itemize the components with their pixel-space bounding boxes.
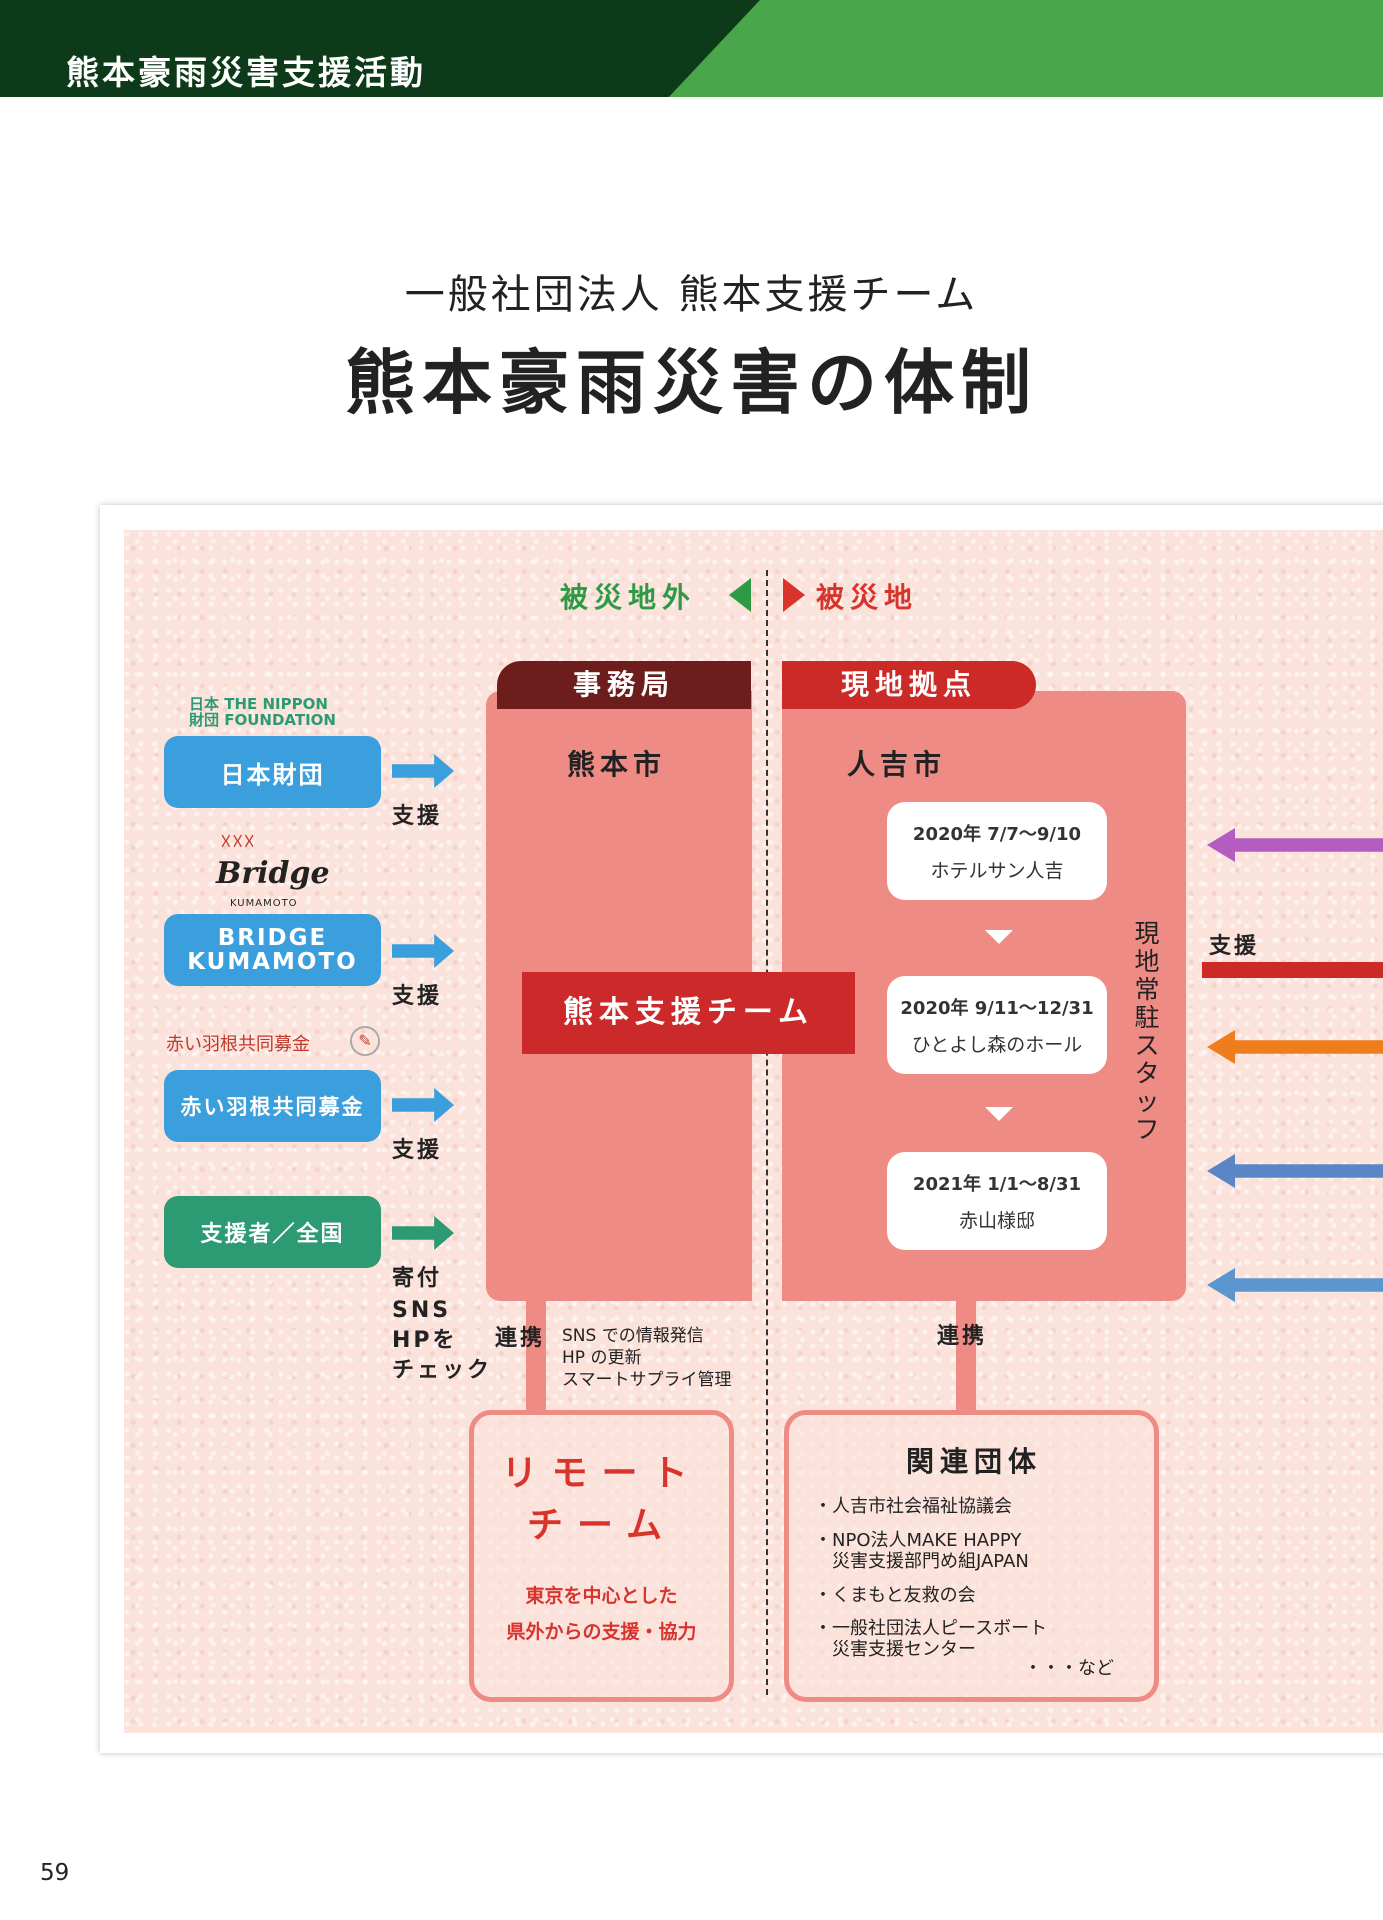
office-tab: 事務局 [497, 661, 751, 709]
incoming-arrow-icon [1207, 828, 1383, 862]
location-date: 2020年 7/7〜9/10 [912, 824, 1082, 845]
site-city: 人吉市 [847, 748, 947, 781]
page-number: 59 [40, 1860, 70, 1886]
red-feather-icon: ✎ [350, 1026, 380, 1056]
related-orgs-title: 関連団体 [905, 1445, 1042, 1478]
office-city: 熊本市 [567, 748, 667, 781]
support-label: 支援 [392, 1138, 443, 1163]
diagram-panel: 被災地外 被災地 事務局 現地拠点 熊本市 人吉市 熊本支援チーム 2020年 … [124, 530, 1383, 1733]
location-name: ひとよし森のホール [911, 1034, 1083, 1056]
donation-label: 寄付 [392, 1266, 443, 1291]
down-arrow-icon [985, 930, 1013, 944]
link-label: 連携 [937, 1324, 988, 1349]
related-org-item: ・NPO法人MAKE HAPPY 災害支援部門め組JAPAN [814, 1530, 1029, 1572]
red-feather-logo: 赤い羽根共同募金 [166, 1034, 310, 1055]
donation-arrow-icon [392, 1216, 454, 1250]
related-org-item: ・一般社団法人ピースボート 災害支援センター [814, 1618, 1048, 1660]
incoming-arrow-icon [1207, 1030, 1383, 1064]
link-label: 連携 [495, 1326, 546, 1351]
left-triangle-icon [729, 578, 751, 612]
public-actions: SNS HPを チェック [392, 1298, 493, 1383]
nippon-foundation-logo: 日本 THE NIPPON 財団 FOUNDATION [189, 695, 336, 729]
support-label: 支援 [392, 984, 443, 1009]
org-red-feather: 赤い羽根共同募金 [164, 1070, 381, 1142]
remote-connector [526, 1301, 546, 1413]
team-label: 熊本支援チーム [522, 972, 855, 1054]
related-connector [956, 1301, 976, 1413]
location-date: 2021年 1/1〜8/31 [912, 1174, 1082, 1195]
bridge-crown-icon: ☓☓☓ [220, 830, 256, 855]
related-orgs-box [784, 1410, 1159, 1702]
page-subtitle: 一般社団法人 熊本支援チーム [404, 272, 979, 318]
support-arrow-icon [392, 934, 454, 968]
header-dark-band [0, 0, 760, 97]
header-title: 熊本豪雨災害支援活動 [66, 53, 426, 92]
bridge-logo-sub: KUMAMOTO [230, 898, 298, 909]
page-title: 熊本豪雨災害の体制 [345, 341, 1038, 424]
bridge-logo: Bridge [216, 856, 330, 891]
location-name: ホテルサン人吉 [930, 860, 1064, 882]
org-supporters-nationwide: 支援者／全国 [164, 1196, 381, 1268]
related-etc: ・・・など [1024, 1658, 1114, 1679]
location-card: 2020年 7/7〜9/10 ホテルサン人吉 [887, 802, 1107, 900]
resident-staff-label: 現地常駐スタッフ [1134, 919, 1160, 1144]
down-arrow-icon [985, 1107, 1013, 1121]
location-card: 2020年 9/11〜12/31 ひとよし森のホール [887, 976, 1107, 1074]
support-bar [1202, 962, 1383, 978]
section-outside-label: 被災地外 [560, 581, 697, 614]
support-arrow-icon [392, 1088, 454, 1122]
support-arrow-icon [392, 754, 454, 788]
location-card: 2021年 1/1〜8/31 赤山様邸 [887, 1152, 1107, 1250]
right-support-label: 支援 [1209, 934, 1260, 959]
location-name: 赤山様邸 [958, 1210, 1035, 1232]
org-bridge-kumamoto: BRIDGE KUMAMOTO [164, 914, 381, 986]
remote-link-notes: SNS での情報発信 HP の更新 スマートサプライ管理 [562, 1326, 732, 1390]
remote-team-box [469, 1410, 734, 1702]
site-tab: 現地拠点 [782, 661, 1036, 709]
location-date: 2020年 9/11〜12/31 [900, 998, 1094, 1019]
section-inside-label: 被災地 [816, 581, 919, 614]
support-label: 支援 [392, 804, 443, 829]
area-divider [766, 570, 768, 1695]
related-org-item: ・くまもと友救の会 [814, 1585, 976, 1606]
remote-team-description: 東京を中心とした 県外からの支援・協力 [506, 1585, 697, 1643]
incoming-arrow-icon [1207, 1268, 1383, 1302]
right-triangle-icon [783, 578, 805, 612]
org-nippon-foundation: 日本財団 [164, 736, 381, 808]
remote-team-title: リモート チーム [501, 1453, 702, 1546]
related-org-item: ・人吉市社会福祉協議会 [814, 1496, 1012, 1517]
incoming-arrow-icon [1207, 1154, 1383, 1188]
